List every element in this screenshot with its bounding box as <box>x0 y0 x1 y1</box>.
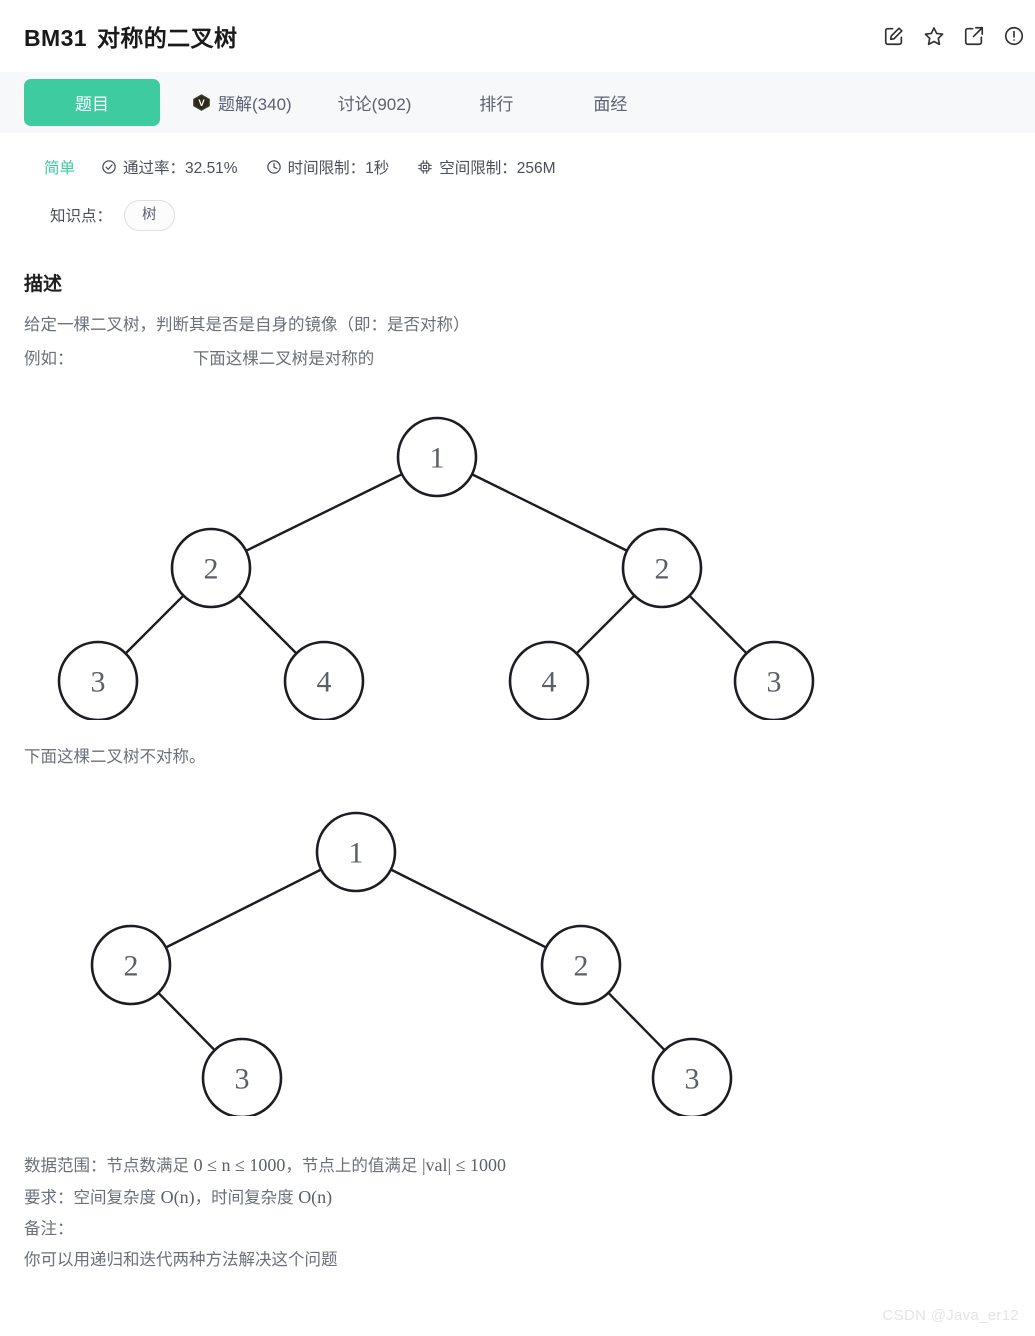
note-label: 备注： <box>24 1219 74 1238</box>
tab-paihang[interactable]: 排行 <box>479 90 513 115</box>
tree-edge <box>237 594 298 655</box>
tree-edge <box>157 991 216 1051</box>
meta-pass-rate: 通过率：32.51% <box>101 156 238 178</box>
knowledge-tag-tree[interactable]: 树 <box>124 200 175 231</box>
tree-edge <box>165 868 322 949</box>
space-complexity-math: O(n) <box>160 1186 195 1207</box>
knowledge-label: 知识点： <box>50 208 113 226</box>
constraints-section: 数据范围：节点数满足 0 ≤ n ≤ 1000，节点上的值满足 |val| ≤ … <box>0 1150 1035 1276</box>
symmetric-tree-svg: 1 2 2 3 4 4 3 <box>57 416 815 720</box>
tree-node: 2 <box>90 924 172 1006</box>
difficulty-badge: 简单 <box>44 160 76 177</box>
asymmetric-caption: 下面这棵二叉树不对称。 <box>24 747 206 766</box>
tree-edge <box>124 594 185 655</box>
tree-node: 3 <box>201 1037 283 1116</box>
symmetric-tree-figure: 1 2 2 3 4 4 3 <box>0 390 1035 720</box>
tree-node-value: 3 <box>767 665 782 698</box>
tree-node-value: 1 <box>349 836 364 869</box>
asymmetric-tree-svg: 1 2 2 3 3 <box>90 811 733 1116</box>
tree-node: 3 <box>651 1037 733 1116</box>
vip-badge-icon: V <box>193 94 210 111</box>
chip-icon <box>417 159 433 175</box>
description-line-1: 给定一棵二叉树，判断其是否是自身的镜像（即：是否对称） <box>24 315 470 334</box>
tree-node: 2 <box>540 924 622 1006</box>
knowledge-points: 知识点： 树 <box>0 178 1035 231</box>
tree-node-value: 2 <box>655 552 670 585</box>
tree-edge <box>575 594 636 655</box>
tree-node-value: 2 <box>124 949 139 982</box>
problem-title: 对称的二叉树 <box>96 25 238 51</box>
tab-bar: 题目 V 题解(340) 讨论(902) 排行 面经 <box>0 72 1035 133</box>
tab-label: 题解(340) <box>218 95 292 114</box>
constraint-requirements: 要求：空间复杂度 O(n)，时间复杂度 O(n) <box>24 1182 1011 1214</box>
tree-node: 4 <box>283 640 365 720</box>
asymmetric-tree-figure: 1 2 2 3 3 <box>0 786 1035 1116</box>
tree-node-value: 1 <box>430 441 445 474</box>
tree-node-value: 4 <box>542 665 557 698</box>
star-icon[interactable] <box>923 25 945 47</box>
caption-section: 下面这棵二叉树不对称。 <box>0 742 1035 772</box>
description-line-2: 例如： 下面这棵二叉树是对称的 <box>24 349 375 368</box>
time-complexity-math: O(n) <box>298 1186 333 1207</box>
tree-edge <box>688 594 748 654</box>
tree-node-value: 2 <box>204 552 219 585</box>
tree-node-value: 3 <box>685 1062 700 1095</box>
requirement-label: 要求：空间复杂度 <box>24 1188 161 1207</box>
tree-node-value: 4 <box>317 665 332 698</box>
tree-node: 2 <box>170 527 252 609</box>
description-heading: 描述 <box>24 273 63 295</box>
check-circle-icon <box>101 159 117 175</box>
tree-edge <box>245 472 403 552</box>
tab-label: 排行 <box>479 95 514 114</box>
tree-node: 1 <box>315 811 397 893</box>
data-range-math-val: |val| ≤ 1000 <box>421 1154 507 1175</box>
tree-edge <box>390 868 547 949</box>
page-header: BM31 对称的二叉树 <box>0 0 1035 72</box>
meta-time-limit: 时间限制：1秒 <box>266 156 390 178</box>
note-text: 你可以用递归和迭代两种方法解决这个问题 <box>24 1250 338 1269</box>
tab-tijie[interactable]: V 题解(340) <box>192 90 292 115</box>
meta-text: 时间限制：1秒 <box>287 160 390 177</box>
header-actions <box>883 25 1025 47</box>
share-icon[interactable] <box>963 25 985 47</box>
tree-edge <box>471 473 628 552</box>
tree-node: 3 <box>733 640 815 720</box>
tree-node: 3 <box>57 640 139 720</box>
page-title: BM31 对称的二叉树 <box>24 19 237 53</box>
tab-label: 题目 <box>75 95 109 114</box>
requirement-mid: ，时间复杂度 <box>194 1188 299 1207</box>
tab-label: 面经 <box>593 95 628 114</box>
tab-mianjing[interactable]: 面经 <box>593 90 627 115</box>
tree-node: 2 <box>621 527 703 609</box>
clock-icon <box>266 159 282 175</box>
description-section: 描述 给定一棵二叉树，判断其是否是自身的镜像（即：是否对称） 例如： 下面这棵二… <box>0 269 1035 376</box>
edit-icon[interactable] <box>883 25 905 47</box>
csdn-watermark: CSDN @Java_er12 <box>882 1307 1019 1324</box>
problem-code: BM31 <box>24 25 87 51</box>
tree-node-value: 2 <box>574 949 589 982</box>
report-icon[interactable] <box>1003 25 1025 47</box>
tab-timu[interactable]: 题目 <box>24 79 160 126</box>
meta-space-limit: 空间限制：256M <box>417 156 556 178</box>
tab-label: 讨论(902) <box>337 95 412 114</box>
svg-text:V: V <box>198 98 205 109</box>
meta-text: 空间限制：256M <box>439 160 556 177</box>
problem-meta: 简单 通过率：32.51% 时间限制：1秒 <box>0 133 1035 178</box>
constraints-block: 数据范围：节点数满足 0 ≤ n ≤ 1000，节点上的值满足 |val| ≤ … <box>24 1150 1011 1276</box>
data-range-math-n: 0 ≤ n ≤ 1000 <box>193 1154 286 1175</box>
data-range-label: 数据范围：节点数满足 <box>24 1156 194 1175</box>
tree-node: 4 <box>508 640 590 720</box>
meta-text: 通过率：32.51% <box>123 160 238 177</box>
tree-node-value: 3 <box>91 665 106 698</box>
tree-node: 1 <box>396 416 478 498</box>
constraint-data-range: 数据范围：节点数满足 0 ≤ n ≤ 1000，节点上的值满足 |val| ≤ … <box>24 1150 1011 1182</box>
tree-edge <box>607 991 666 1051</box>
data-range-mid: ，节点上的值满足 <box>285 1156 422 1175</box>
tab-taolun[interactable]: 讨论(902) <box>338 90 412 115</box>
tree-node-value: 3 <box>235 1062 250 1095</box>
